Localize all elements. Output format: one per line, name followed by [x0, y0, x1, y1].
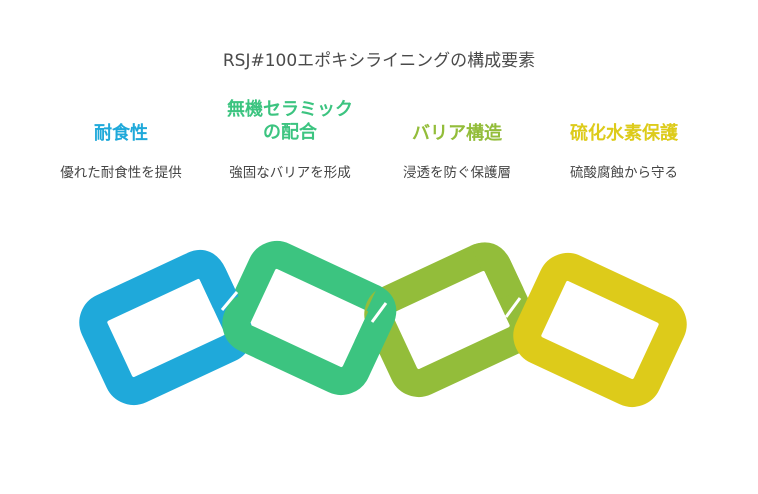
desc-barrier-structure: 浸透を防ぐ保護層	[403, 165, 511, 181]
chain-gap-2	[370, 302, 388, 323]
chain-gap-3	[504, 297, 522, 318]
desc-h2s-protection: 硫酸腐蝕から守る	[570, 165, 678, 181]
diagram-title: RSJ#100エポキシライニングの構成要素	[222, 51, 536, 71]
heading-ceramic-blend-line-1: 無機セラミック	[227, 99, 353, 120]
heading-h2s-protection: 硫化水素保護	[570, 123, 678, 144]
chain-link-1-overlap	[187, 249, 239, 309]
chain-link-2	[222, 241, 396, 395]
desc-ceramic-blend: 強固なバリアを形成	[229, 165, 351, 181]
heading-barrier-structure: バリア構造	[412, 123, 502, 144]
desc-corrosion-resistance: 優れた耐食性を提供	[60, 165, 182, 181]
heading-ceramic-blend: 無機セラミック の配合	[205, 98, 375, 144]
heading-corrosion-resistance: 耐食性	[94, 123, 148, 144]
chain-link-4	[513, 253, 687, 407]
chain-link-3-overlap	[470, 242, 524, 301]
heading-ceramic-blend-line-2: の配合	[263, 122, 317, 143]
chain-gap-1	[220, 291, 239, 311]
